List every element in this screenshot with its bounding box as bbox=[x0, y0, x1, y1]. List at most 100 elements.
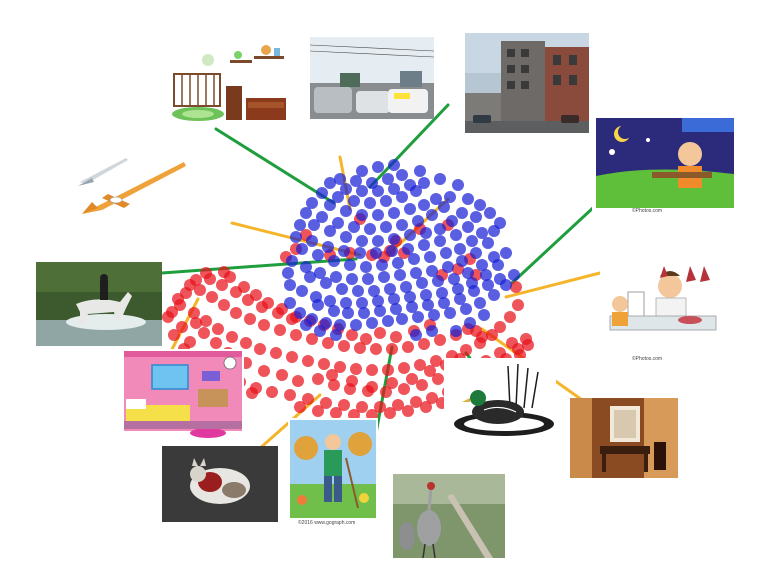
blue-point-151 bbox=[464, 317, 476, 329]
blue-point-121 bbox=[466, 235, 478, 247]
blue-point-161 bbox=[306, 197, 318, 209]
red-point-54 bbox=[290, 329, 302, 341]
red-point-79 bbox=[398, 383, 410, 395]
red-point-59 bbox=[370, 343, 382, 355]
blue-point-83 bbox=[396, 169, 408, 181]
red-point-46 bbox=[486, 329, 498, 341]
red-point-58 bbox=[354, 342, 366, 354]
blue-point-135 bbox=[340, 205, 352, 217]
thumb-butcher bbox=[600, 236, 724, 364]
blue-point-137 bbox=[372, 209, 384, 221]
blue-point-66 bbox=[396, 219, 408, 231]
red-point-28 bbox=[212, 323, 224, 335]
blue-point-54 bbox=[402, 243, 414, 255]
red-point-37 bbox=[350, 363, 362, 375]
blue-point-22 bbox=[372, 295, 384, 307]
blue-point-144 bbox=[372, 185, 384, 197]
red-point-111 bbox=[374, 327, 386, 339]
red-point-34 bbox=[302, 355, 314, 367]
photos-credit-1: ©Photos.com bbox=[632, 208, 663, 214]
blue-point-157 bbox=[300, 319, 312, 331]
blue-point-74 bbox=[364, 197, 376, 209]
blue-point-160 bbox=[294, 219, 306, 231]
red-point-112 bbox=[390, 331, 402, 343]
blue-point-164 bbox=[434, 173, 446, 185]
red-point-56 bbox=[322, 337, 334, 349]
blue-point-67 bbox=[412, 215, 424, 227]
thumb-gardener: ©2016 www.gograph.com bbox=[288, 418, 378, 530]
blue-point-63 bbox=[348, 221, 360, 233]
blue-point-86 bbox=[342, 307, 354, 319]
red-point-139 bbox=[330, 407, 342, 419]
blue-point-113 bbox=[344, 259, 356, 271]
connector-line-4 bbox=[504, 271, 602, 299]
blue-point-68 bbox=[426, 209, 438, 221]
red-point-144 bbox=[420, 401, 432, 413]
blue-point-128 bbox=[388, 233, 400, 245]
blue-point-73 bbox=[348, 195, 360, 207]
red-point-63 bbox=[434, 334, 446, 346]
blue-point-33 bbox=[300, 261, 312, 273]
red-point-47 bbox=[194, 284, 206, 296]
blue-point-127 bbox=[372, 235, 384, 247]
red-point-100 bbox=[424, 365, 436, 377]
red-point-86 bbox=[506, 337, 518, 349]
red-point-80 bbox=[416, 379, 428, 391]
red-point-29 bbox=[226, 331, 238, 343]
red-point-36 bbox=[334, 361, 346, 373]
blue-point-111 bbox=[312, 249, 324, 261]
blue-point-79 bbox=[334, 173, 346, 185]
red-point-104 bbox=[494, 321, 506, 333]
red-point-48 bbox=[206, 291, 218, 303]
blue-point-78 bbox=[418, 177, 430, 189]
connector-line-9 bbox=[214, 127, 336, 205]
blue-point-125 bbox=[340, 231, 352, 243]
blue-point-146 bbox=[404, 179, 416, 191]
blue-point-82 bbox=[382, 173, 394, 185]
red-point-143 bbox=[402, 405, 414, 417]
blue-point-36 bbox=[346, 273, 358, 285]
red-point-106 bbox=[512, 299, 524, 311]
blue-point-140 bbox=[418, 199, 430, 211]
blue-point-17 bbox=[296, 285, 308, 297]
blue-point-59 bbox=[470, 211, 482, 223]
blue-point-165 bbox=[452, 179, 464, 191]
blue-point-107 bbox=[462, 267, 474, 279]
blue-point-112 bbox=[328, 255, 340, 267]
blue-point-51 bbox=[354, 247, 366, 259]
blue-point-106 bbox=[448, 273, 460, 285]
blue-point-117 bbox=[408, 253, 420, 265]
blue-point-43 bbox=[456, 255, 468, 267]
red-point-75 bbox=[328, 379, 340, 391]
thumb-duck bbox=[444, 358, 556, 440]
blue-point-138 bbox=[388, 207, 400, 219]
thumb-glider bbox=[72, 152, 190, 232]
red-point-138 bbox=[312, 405, 324, 417]
blue-point-91 bbox=[422, 299, 434, 311]
red-point-38 bbox=[366, 364, 378, 376]
cartoon-night-illustration bbox=[596, 118, 734, 208]
blue-point-129 bbox=[404, 229, 416, 241]
red-point-31 bbox=[254, 343, 266, 355]
blue-point-131 bbox=[434, 223, 446, 235]
blue-point-85 bbox=[328, 305, 340, 317]
thumb-dining-room bbox=[570, 398, 678, 478]
red-point-108 bbox=[476, 331, 488, 343]
blue-point-101 bbox=[368, 285, 380, 297]
red-point-11 bbox=[320, 397, 332, 409]
red-point-92 bbox=[210, 337, 222, 349]
blue-point-4 bbox=[350, 319, 362, 331]
red-point-30 bbox=[240, 337, 252, 349]
blue-point-76 bbox=[396, 191, 408, 203]
red-point-13 bbox=[356, 401, 368, 413]
red-point-1 bbox=[176, 321, 188, 333]
blue-point-149 bbox=[388, 159, 400, 171]
blue-point-29 bbox=[480, 269, 492, 281]
blue-point-23 bbox=[388, 293, 400, 305]
blue-point-150 bbox=[450, 325, 462, 337]
blue-point-37 bbox=[362, 273, 374, 285]
red-point-10 bbox=[302, 393, 314, 405]
blue-point-34 bbox=[314, 267, 326, 279]
red-point-78 bbox=[380, 386, 392, 398]
